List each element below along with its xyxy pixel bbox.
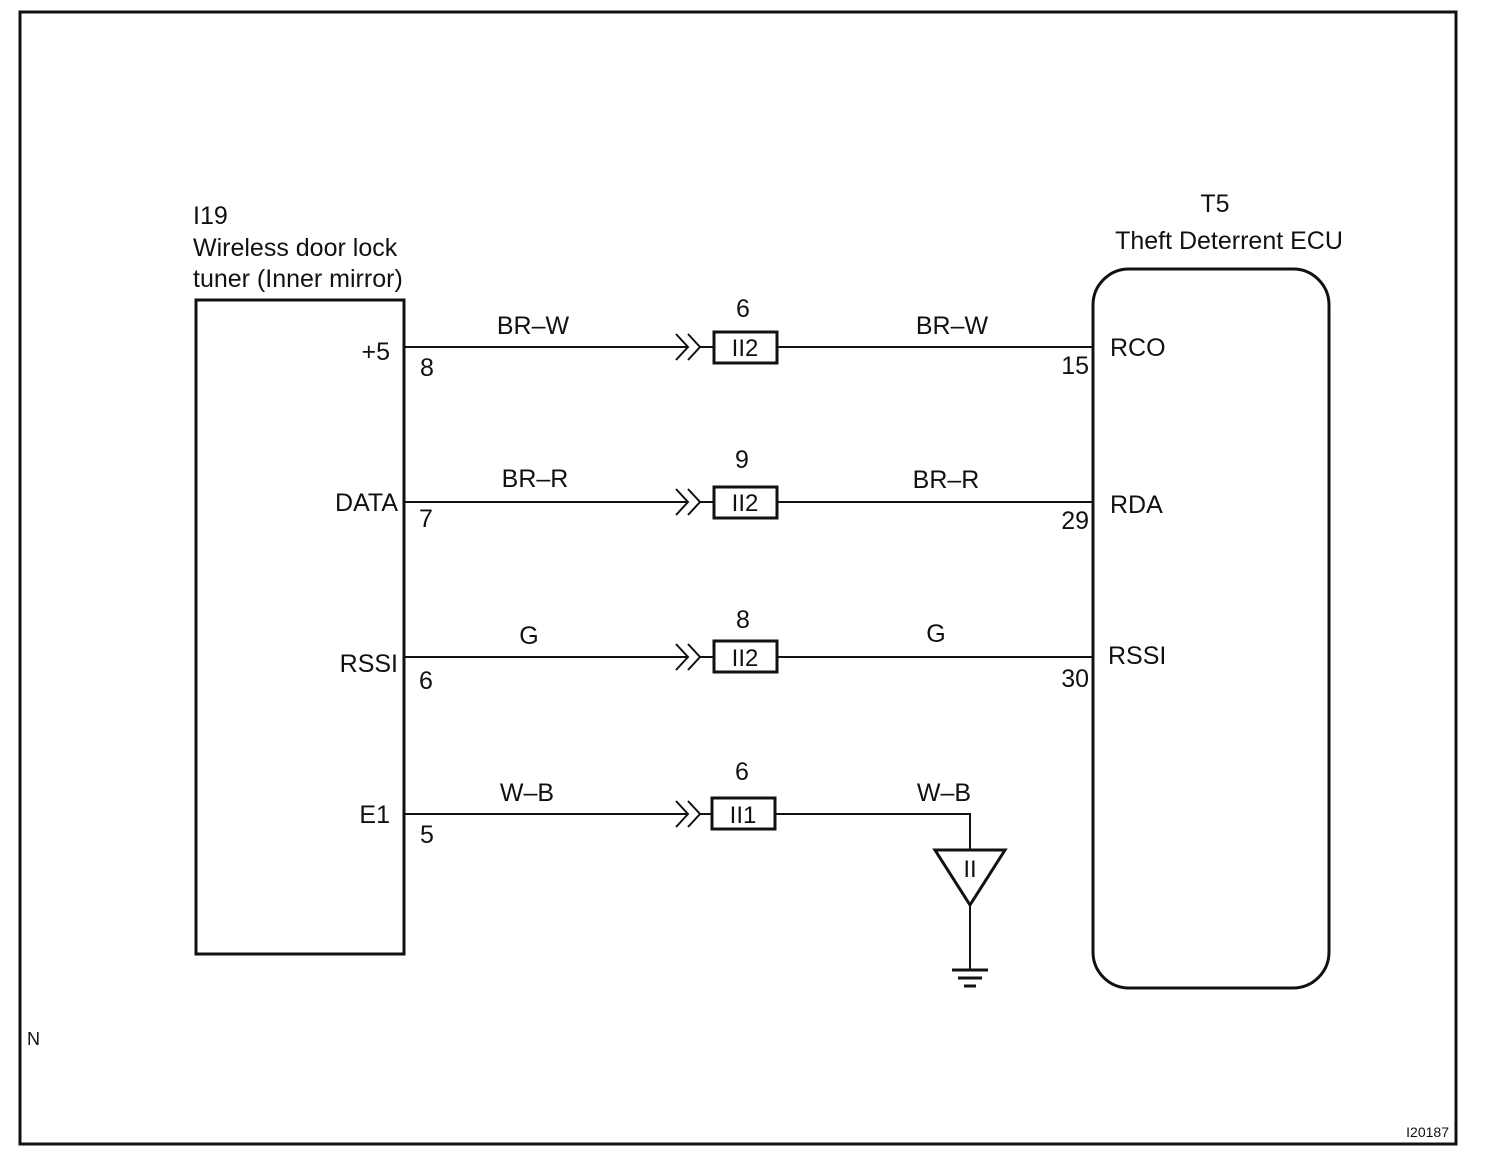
connector-pin-number: 9 [735, 446, 749, 474]
connector-pin-number: 6 [736, 295, 750, 323]
wire-row: W–B 6 II1 W–B [404, 758, 971, 850]
right-pin-label: RSSI [1108, 642, 1166, 670]
corner-mark: N [27, 1029, 40, 1049]
connector-chevron-icon [687, 643, 702, 671]
wire-row: G 8 II2 G [404, 606, 1093, 674]
wire-color-left: G [519, 622, 538, 650]
wire-color-left: BR–R [502, 465, 569, 493]
connector-box [710, 796, 777, 831]
left-pin-label: DATA [335, 489, 398, 517]
connector-label: II2 [732, 335, 759, 362]
right-pin-label: RDA [1110, 491, 1163, 519]
right-component-code: T5 [1200, 190, 1229, 218]
connector-pin-number: 8 [736, 606, 750, 634]
ground-point-label: II [963, 856, 976, 883]
connector-label: II2 [732, 645, 759, 672]
wire-color-right: BR–W [916, 312, 989, 340]
left-component-name-line1: Wireless door lock [193, 234, 398, 262]
ground-point: II [932, 848, 1008, 988]
left-pin-number: 7 [419, 505, 433, 533]
right-pin-number: 15 [1061, 352, 1089, 380]
left-pin-number: 8 [420, 354, 434, 382]
left-pin-label: E1 [359, 801, 390, 829]
right-pin-number: 30 [1061, 665, 1089, 693]
right-pin-number: 29 [1061, 507, 1089, 535]
wire-color-left: BR–W [497, 312, 570, 340]
wire-right-segment [775, 813, 971, 850]
right-component-box [1091, 267, 1331, 990]
left-pin-number: 6 [419, 667, 433, 695]
wire-color-right: G [926, 620, 945, 648]
connector-chevron-icon [675, 488, 690, 516]
connector-box [712, 330, 779, 365]
right-pin-label: RCO [1110, 334, 1166, 362]
connector-chevron-icon [687, 800, 702, 828]
wire-color-left: W–B [500, 779, 554, 807]
diagram-frame [18, 10, 1458, 1146]
wire-row: BR–R 9 II2 BR–R [404, 446, 1093, 520]
connector-chevron-icon [687, 333, 702, 361]
left-component-box [194, 298, 406, 956]
ground-point-triangle-icon [932, 848, 1008, 908]
figure-code: I20187 [1406, 1124, 1449, 1140]
left-pin-label: +5 [361, 338, 390, 366]
right-component-name: Theft Deterrent ECU [1115, 227, 1343, 255]
wire-row: BR–W 6 II2 BR–W [404, 295, 1093, 365]
connector-chevron-icon [687, 488, 702, 516]
wire-color-right: BR–R [913, 466, 980, 494]
left-component-code: I19 [193, 202, 228, 230]
connector-chevron-icon [675, 643, 690, 671]
left-component-name-line2: tuner (Inner mirror) [193, 265, 403, 293]
left-pin-label: RSSI [340, 650, 398, 678]
connector-label: II1 [730, 802, 757, 829]
wire-color-right: W–B [917, 779, 971, 807]
connector-chevron-icon [675, 333, 690, 361]
connector-chevron-icon [675, 800, 690, 828]
connector-pin-number: 6 [735, 758, 749, 786]
connector-label: II2 [732, 490, 759, 517]
left-pin-number: 5 [420, 821, 434, 849]
